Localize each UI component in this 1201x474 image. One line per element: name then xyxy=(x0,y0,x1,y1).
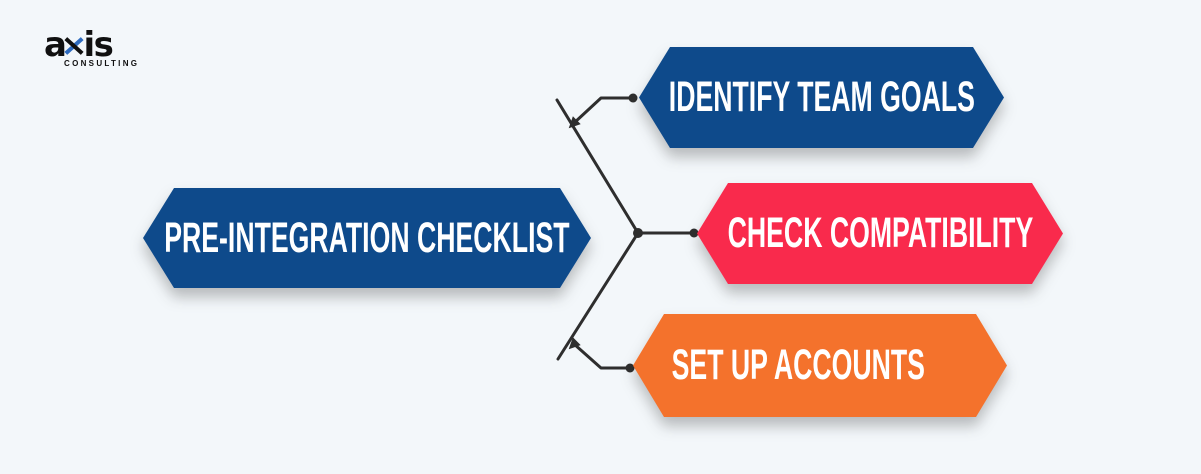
connector-junction-dot xyxy=(633,228,643,238)
root-banner-label: PRE-INTEGRATION CHECKLIST xyxy=(164,213,570,262)
branch-banner-identify-team-goals: IDENTIFY TEAM GOALS xyxy=(639,47,1004,148)
connector-dot-bottom xyxy=(625,363,635,373)
connector-branch-bottom xyxy=(572,342,632,370)
logo-subtext: CONSULTING xyxy=(64,59,140,68)
connector-dot-top xyxy=(628,93,638,103)
root-banner: PRE-INTEGRATION CHECKLIST xyxy=(143,188,591,288)
branch-banner-label: IDENTIFY TEAM GOALS xyxy=(668,73,975,121)
branch-banner-label: SET UP ACCOUNTS xyxy=(671,341,925,389)
branch-banner-shape: IDENTIFY TEAM GOALS xyxy=(639,47,1004,148)
root-banner-shape: PRE-INTEGRATION CHECKLIST xyxy=(143,188,591,288)
branch-banner-set-up-accounts: SET UP ACCOUNTS xyxy=(633,314,1007,417)
branch-banner-check-compatibility: CHECK COMPATIBILITY xyxy=(697,183,1063,284)
connector-dot-middle xyxy=(689,228,699,238)
logo-wordmark: a is xyxy=(44,28,164,62)
logo-text-a: a xyxy=(44,25,67,65)
branch-banner-shape: CHECK COMPATIBILITY xyxy=(697,183,1063,284)
branch-banner-label: CHECK COMPATIBILITY xyxy=(727,209,1033,257)
axis-consulting-logo: a is CONSULTING xyxy=(44,28,164,68)
logo-x-icon xyxy=(64,37,85,55)
logo-text-is: is xyxy=(83,25,113,65)
branch-banner-shape: SET UP ACCOUNTS xyxy=(633,314,1007,417)
connector-arrow-bottom xyxy=(568,337,581,350)
connector-branch-top xyxy=(572,96,635,125)
connector-arrow-top xyxy=(568,116,581,129)
